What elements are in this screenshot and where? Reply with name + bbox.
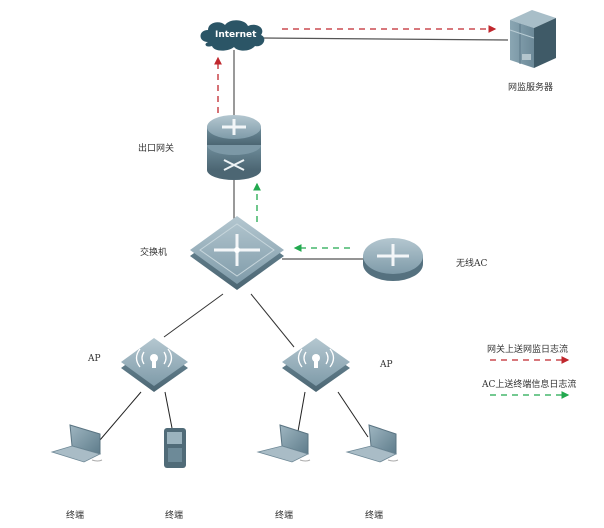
wireless-ac-icon bbox=[363, 238, 423, 281]
terminal-4-laptop-icon bbox=[345, 424, 399, 463]
link-ap-left-terminal-1 bbox=[99, 391, 142, 441]
gateway-router-icon bbox=[207, 115, 261, 180]
ap-left-icon bbox=[121, 338, 188, 392]
terminal-3-label: 终端 bbox=[275, 511, 294, 521]
internet-cloud-icon bbox=[200, 20, 265, 51]
ap-right-label: AP bbox=[380, 360, 393, 370]
internet-label: Internet bbox=[215, 30, 257, 40]
terminal-1-label: 终端 bbox=[66, 511, 85, 521]
legend bbox=[490, 356, 570, 399]
wireless-ac-label: 无线AC bbox=[456, 259, 488, 269]
link-switch-ap-left bbox=[163, 293, 224, 338]
flows bbox=[214, 25, 497, 252]
terminal-2-pda-icon bbox=[164, 428, 186, 468]
link-ap-right-terminal-3 bbox=[296, 391, 306, 438]
switch-label: 交换机 bbox=[140, 248, 168, 258]
gateway-label: 出口网关 bbox=[138, 144, 175, 154]
link-ap-right-terminal-4 bbox=[337, 391, 369, 438]
legend-label-ac-log: AC上送终端信息日志流 bbox=[482, 380, 577, 390]
legend-label-gateway-log: 网关上送网监日志流 bbox=[487, 345, 569, 355]
links bbox=[99, 37, 509, 441]
ap-right-icon bbox=[282, 338, 350, 392]
link-switch-ap-right bbox=[250, 293, 295, 348]
terminal-1-laptop-icon bbox=[50, 424, 103, 463]
server-label: 网监服务器 bbox=[508, 83, 554, 93]
link-internet-server bbox=[261, 37, 509, 41]
terminal-4-label: 终端 bbox=[365, 511, 384, 521]
switch-icon bbox=[190, 216, 284, 290]
terminal-3-laptop-icon bbox=[256, 424, 311, 463]
server-icon bbox=[509, 10, 556, 68]
ap-left-label: AP bbox=[88, 354, 101, 364]
terminal-2-label: 终端 bbox=[165, 511, 184, 521]
link-ap-left-terminal-2 bbox=[164, 391, 173, 429]
